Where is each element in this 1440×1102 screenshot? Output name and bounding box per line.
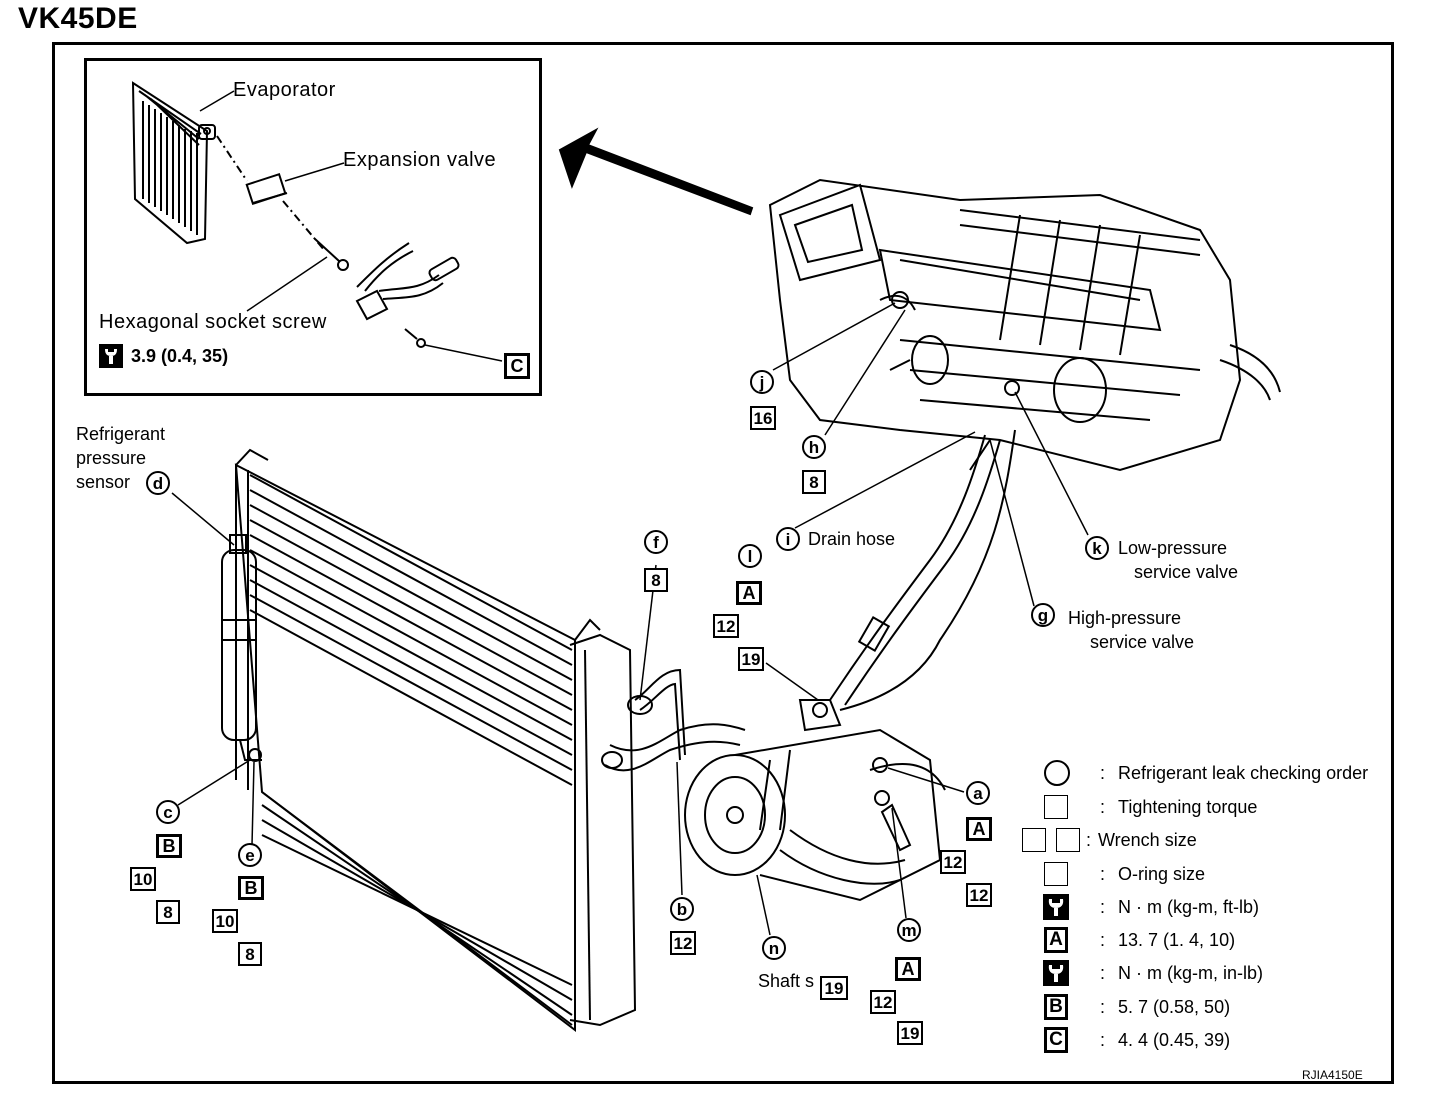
c-torque: B xyxy=(156,834,182,858)
legend-b-value: B : 5. 7 (0.58, 50) xyxy=(1030,992,1230,1022)
diagram-frame xyxy=(52,42,1394,1084)
arrow-to-inset xyxy=(558,127,754,216)
torque-marker-c: C xyxy=(504,353,530,379)
e-wrench-size: 10 xyxy=(212,909,238,933)
ref-circle-m: m xyxy=(897,918,921,942)
box-symbol-icon xyxy=(1044,795,1068,819)
legend-b-value-text: 5. 7 (0.58, 50) xyxy=(1118,996,1231,1017)
ref-circle-i: i xyxy=(776,527,800,551)
sensor-label-line1: Refrigerant xyxy=(76,424,166,444)
l-wrench-size: 12 xyxy=(713,614,739,638)
legend-unit-ftlb-text: N · m (kg-m, ft-lb) xyxy=(1118,896,1259,917)
condenser-pipes xyxy=(601,668,746,772)
a-oring-size: 12 xyxy=(966,883,992,907)
refrigerant-hoses xyxy=(829,429,1016,711)
a-wrench-size: 12 xyxy=(940,850,966,874)
c-oring-size: 8 xyxy=(156,900,180,924)
screw-torque-value: 3.9 (0.4, 35) xyxy=(131,346,229,366)
high-pressure-label-1: High-pressure xyxy=(1068,608,1182,628)
leader-lines xyxy=(171,302,1089,936)
reference-code: RJIA4150E xyxy=(1302,1068,1363,1082)
box-symbol-icon xyxy=(1044,862,1068,886)
ref-circle-n: n xyxy=(762,936,786,960)
m-wrench-size: 12 xyxy=(870,990,896,1014)
e-torque: B xyxy=(238,876,264,900)
legend-unit-inlb: : N · m (kg-m, in-lb) xyxy=(1030,958,1263,988)
sensor-label-line2: pressure xyxy=(76,448,147,468)
ref-circle-l: l xyxy=(738,544,762,568)
box-symbol-icon xyxy=(1056,828,1080,852)
legend-wrench-size: : Wrench size xyxy=(1022,825,1197,855)
circle-symbol-icon xyxy=(1044,760,1070,786)
legend-oring-size: : O-ring size xyxy=(1030,859,1205,889)
low-pressure-label-2: service valve xyxy=(1134,562,1239,582)
legend-oring-size-text: O-ring size xyxy=(1118,863,1206,884)
torque-wrench-filled-icon xyxy=(1043,960,1069,986)
ref-circle-d: d xyxy=(146,471,170,495)
ref-circle-b: b xyxy=(670,897,694,921)
legend-unit-ftlb: : N · m (kg-m, ft-lb) xyxy=(1030,892,1259,922)
evaporator-core xyxy=(131,81,216,245)
hex-screw xyxy=(314,238,349,271)
legend-c-value: C : 4. 4 (0.45, 39) xyxy=(1030,1025,1230,1055)
e-oring-size: 8 xyxy=(238,942,262,966)
m-oring-size: 19 xyxy=(897,1021,923,1045)
sensor-label-line3: sensor xyxy=(76,472,131,492)
ref-circle-a: a xyxy=(966,781,990,805)
inset-artwork xyxy=(131,81,503,362)
j-oring-size: 16 xyxy=(750,406,776,430)
b-oring-size: 12 xyxy=(670,931,696,955)
legend-a-letter: A xyxy=(1044,927,1068,953)
expansion-valve-body xyxy=(245,172,288,206)
bolt-c xyxy=(404,328,426,348)
expansion-valve-label: Expansion valve xyxy=(343,149,497,171)
receiver-dryer xyxy=(221,534,262,762)
legend-tightening-torque: : Tightening torque xyxy=(1030,792,1257,822)
box-symbol-icon xyxy=(1022,828,1046,852)
legend-c-value-text: 4. 4 (0.45, 39) xyxy=(1118,1029,1231,1050)
legend-a-value-text: 13. 7 (1. 4, 10) xyxy=(1118,929,1236,950)
torque-wrench-icon xyxy=(99,344,123,368)
legend-tightening-torque-text: Tightening torque xyxy=(1118,796,1258,817)
pipes-inset xyxy=(355,242,460,321)
high-pressure-label-2: service valve xyxy=(1090,632,1195,652)
legend-wrench-size-text: Wrench size xyxy=(1098,829,1197,850)
n-oring-size: 19 xyxy=(820,976,848,1000)
c-wrench-size: 10 xyxy=(130,867,156,891)
ref-circle-g: g xyxy=(1031,603,1055,627)
compressor xyxy=(684,699,946,902)
ref-circle-j: j xyxy=(750,370,774,394)
page-title: VK45DE xyxy=(18,2,138,35)
legend-a-value: A : 13. 7 (1. 4, 10) xyxy=(1030,925,1235,955)
legend-leak-order: : Refrigerant leak checking order xyxy=(1030,758,1368,788)
ref-circle-e: e xyxy=(238,843,262,867)
legend-leak-order-text: Refrigerant leak checking order xyxy=(1118,762,1369,783)
legend-b-letter: B xyxy=(1044,994,1068,1020)
m-torque: A xyxy=(895,957,921,981)
h-oring-size: 8 xyxy=(802,470,826,494)
ref-circle-k: k xyxy=(1085,536,1109,560)
ref-circle-h: h xyxy=(802,435,826,459)
drain-hose-label: Drain hose xyxy=(808,529,896,549)
a-torque: A xyxy=(966,817,992,841)
hvac-unit xyxy=(768,178,1281,472)
ref-circle-c: c xyxy=(156,800,180,824)
legend-unit-inlb-text: N · m (kg-m, in-lb) xyxy=(1118,962,1263,983)
hex-screw-label: Hexagonal socket screw xyxy=(99,311,327,333)
l-torque: A xyxy=(736,581,762,605)
legend-c-letter: C xyxy=(1044,1027,1068,1053)
evaporator-label: Evaporator xyxy=(233,79,336,101)
shaft-seal-label: Shaft s xyxy=(758,971,815,991)
condenser xyxy=(234,448,637,1033)
ref-circle-f: f xyxy=(644,530,668,554)
torque-wrench-open-icon xyxy=(1043,894,1069,920)
low-pressure-label-1: Low-pressure xyxy=(1118,538,1228,558)
l-oring-size: 19 xyxy=(738,647,764,671)
expansion-valve-inset: Evaporator Expansion valve Hexagonal soc… xyxy=(84,58,542,396)
f-oring-size: 8 xyxy=(644,568,668,592)
